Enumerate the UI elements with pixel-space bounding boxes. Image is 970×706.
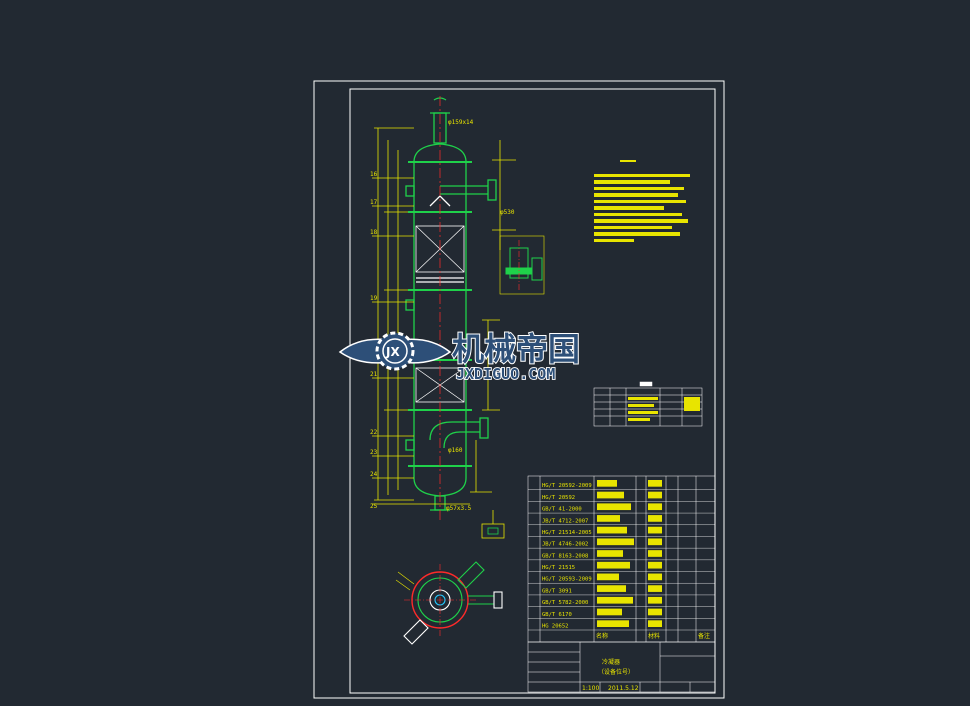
nozzle-symbol bbox=[481, 510, 505, 539]
callout-17: 17 bbox=[370, 199, 378, 206]
watermark-logo: JX bbox=[338, 331, 452, 371]
parts-row-material-fill bbox=[648, 526, 662, 534]
callout-23: 23 bbox=[370, 449, 378, 456]
callout-25: 25 bbox=[370, 503, 378, 510]
parts-row-material-fill bbox=[648, 550, 662, 557]
parts-row-name-fill bbox=[597, 573, 619, 581]
watermark-title: 机械帝国 bbox=[452, 330, 580, 368]
parts-row-code: GB/T 5782-2000 bbox=[542, 600, 588, 606]
parts-row-code: HG/T 20592 bbox=[542, 495, 575, 501]
parts-row-code: GB/T 3091 bbox=[542, 588, 572, 594]
parts-col-material: 材料 bbox=[648, 632, 660, 640]
inner-frame bbox=[349, 88, 716, 694]
parts-row-name-fill bbox=[597, 526, 627, 534]
parts-row-material-fill bbox=[648, 503, 662, 511]
watermark-subtitle: JXDIGUO.COM bbox=[456, 365, 555, 383]
nozzle-detail-view bbox=[499, 235, 545, 295]
callout-18: 18 bbox=[370, 229, 378, 236]
nozzle-schedule-table bbox=[593, 381, 703, 427]
title-block-text: 冷凝器 （设备位号） 1:100 2011.5.12 bbox=[582, 658, 639, 692]
parts-row-material-fill bbox=[648, 491, 662, 499]
technical-notes bbox=[594, 160, 690, 242]
parts-row-material-fill bbox=[648, 596, 662, 604]
parts-row-material-fill bbox=[648, 561, 662, 569]
drawing-sub: （设备位号） bbox=[598, 668, 634, 676]
callout-labels: 16 17 18 19 20 21 22 23 24 25 bbox=[370, 171, 378, 510]
callout-21: 21 bbox=[370, 371, 378, 378]
callout-16: 16 bbox=[370, 171, 378, 178]
parts-row-name-fill bbox=[597, 585, 626, 592]
parts-row-code: HG/T 20593-2009 bbox=[542, 577, 592, 583]
parts-row-code: GB/T 8163-2008 bbox=[542, 553, 588, 559]
parts-row-code: HG/T 20592-2009 bbox=[542, 483, 592, 489]
sheet-frame bbox=[313, 80, 725, 699]
watermark-logo-letters: JX bbox=[385, 345, 400, 359]
dim-drain: φ57x3.5 bbox=[446, 505, 472, 512]
callout-22: 22 bbox=[370, 429, 378, 436]
parts-col-name: 名称 bbox=[596, 632, 608, 640]
parts-row-name-fill bbox=[597, 515, 620, 522]
dim-bottom-nozzle: φ160 bbox=[448, 447, 463, 454]
parts-row-name-fill bbox=[597, 608, 622, 616]
parts-row-name-fill bbox=[597, 538, 634, 546]
parts-row-material-fill bbox=[648, 515, 662, 522]
dimension-texts: φ159x14 φ530 φ160 φ57x3.5 bbox=[446, 119, 515, 512]
title-block bbox=[527, 641, 716, 693]
parts-row-material-fill bbox=[648, 620, 662, 627]
parts-row-code: HG/T 21514-2005 bbox=[542, 530, 592, 536]
parts-row-name-fill bbox=[597, 596, 633, 604]
callout-24: 24 bbox=[370, 471, 378, 478]
drawing-scale: 1:100 bbox=[582, 685, 599, 692]
drawing-date: 2011.5.12 bbox=[608, 685, 639, 692]
parts-row-name-fill bbox=[597, 620, 629, 627]
callout-19: 19 bbox=[370, 295, 378, 302]
outer-frame bbox=[313, 80, 725, 699]
parts-row-material-fill bbox=[648, 585, 662, 592]
drawing-name: 冷凝器 bbox=[602, 658, 620, 666]
parts-row-name-fill bbox=[597, 561, 630, 569]
parts-row-code: HG/T 21515 bbox=[542, 565, 575, 571]
watermark: JX 机械帝国 JXDIGUO.COM bbox=[338, 329, 581, 384]
parts-row-code: JB/T 4746-2002 bbox=[542, 542, 588, 548]
parts-row-material-fill bbox=[648, 538, 662, 546]
plan-view bbox=[395, 561, 503, 645]
dim-side-nozzle: φ530 bbox=[500, 209, 515, 216]
parts-row-code: GB/T 6170 bbox=[542, 612, 572, 618]
parts-list-header: 名称 材料 备注 bbox=[596, 632, 710, 640]
parts-row-name-fill bbox=[597, 550, 623, 557]
parts-row-code: GB/T 41-2000 bbox=[542, 507, 582, 513]
parts-row-name-fill bbox=[597, 503, 631, 511]
parts-row-name-fill bbox=[597, 480, 617, 487]
parts-row-code: HG 20652 bbox=[542, 624, 569, 630]
parts-row-material-fill bbox=[648, 573, 662, 581]
parts-row-code: JB/T 4712-2007 bbox=[542, 518, 588, 524]
parts-row-name-fill bbox=[597, 491, 624, 499]
dim-top-nozzle: φ159x14 bbox=[448, 119, 474, 126]
nozzle-schedule-fill bbox=[628, 397, 700, 421]
parts-row-material-fill bbox=[648, 480, 662, 487]
parts-row-material-fill bbox=[648, 608, 662, 616]
parts-col-remark: 备注 bbox=[698, 632, 710, 640]
parts-list-table bbox=[527, 475, 716, 643]
